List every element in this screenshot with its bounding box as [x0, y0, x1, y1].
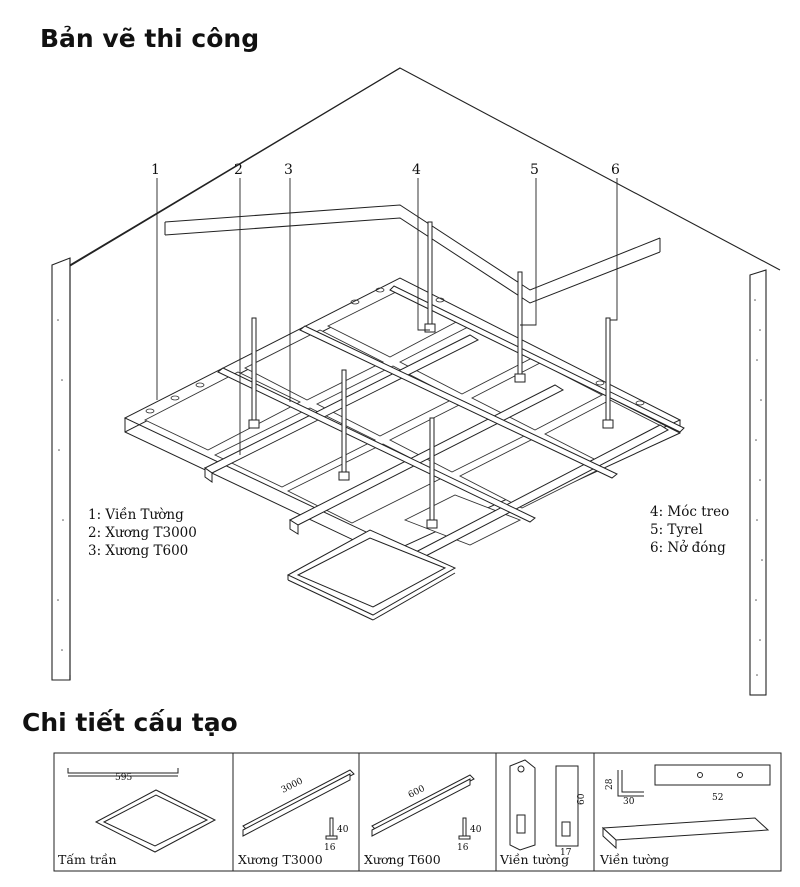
caption-wall-angle: Viền tường [599, 852, 669, 867]
legend-item-3: 3: Xương T600 [88, 543, 188, 559]
dim-40-a: 40 [337, 825, 349, 835]
dim-30: 30 [623, 797, 635, 807]
details-title: Chi tiết cấu tạo [22, 708, 238, 737]
callout-lines [156, 178, 618, 455]
wall-texture [57, 299, 763, 676]
ceiling-grid [123, 277, 685, 583]
detail-table [53, 752, 782, 872]
dim-3000: 3000 [280, 776, 305, 795]
hanger [426, 417, 438, 529]
wall-angle-strip [164, 204, 661, 304]
dim-40-b: 40 [470, 825, 482, 835]
hanger [338, 369, 350, 481]
callout-2: 2 [234, 162, 243, 178]
detail-t3000 [242, 769, 355, 840]
dim-595: 595 [115, 773, 132, 783]
legend-item-4: 4: Móc treo [650, 504, 729, 520]
detail-wall-angle [601, 764, 771, 850]
dim-28: 28 [605, 778, 615, 790]
dim-16-b: 16 [457, 843, 469, 853]
detail-wall-bracket [509, 759, 579, 851]
callout-6: 6 [611, 162, 620, 178]
dim-52: 52 [712, 793, 723, 803]
hanger [514, 271, 526, 383]
hanger [248, 317, 260, 429]
caption-tile: Tấm trần [58, 852, 117, 867]
dim-17: 17 [560, 848, 572, 858]
hanger [602, 317, 614, 429]
legend-item-1: 1: Viền Tường [88, 507, 184, 523]
room-walls [51, 67, 781, 696]
dim-60: 60 [577, 793, 587, 805]
legend-item-6: 6: Nở đóng [650, 540, 726, 556]
hanger-rods [248, 221, 614, 529]
ceiling-tile-loose [286, 529, 457, 621]
dim-600: 600 [407, 784, 427, 801]
caption-t600: Xương T600 [364, 852, 441, 867]
callout-numbers: 1 2 3 4 5 6 [151, 162, 620, 178]
legend-right: 4: Móc treo 5: Tyrel 6: Nở đóng [650, 504, 729, 556]
callout-5: 5 [530, 162, 539, 178]
legend-item-5: 5: Tyrel [650, 522, 703, 538]
callout-3: 3 [284, 162, 293, 178]
callout-1: 1 [151, 162, 160, 178]
callout-4: 4 [412, 162, 421, 178]
legend-item-2: 2: Xương T3000 [88, 525, 197, 541]
detail-tile [67, 768, 217, 853]
drawing-title: Bản vẽ thi công [40, 24, 260, 53]
caption-t3000: Xương T3000 [238, 852, 323, 867]
dim-16-a: 16 [324, 843, 336, 853]
legend-left: 1: Viền Tường 2: Xương T3000 3: Xương T6… [88, 507, 197, 559]
caption-wall-bracket: Viền tường [499, 852, 569, 867]
detail-t600 [371, 774, 475, 840]
